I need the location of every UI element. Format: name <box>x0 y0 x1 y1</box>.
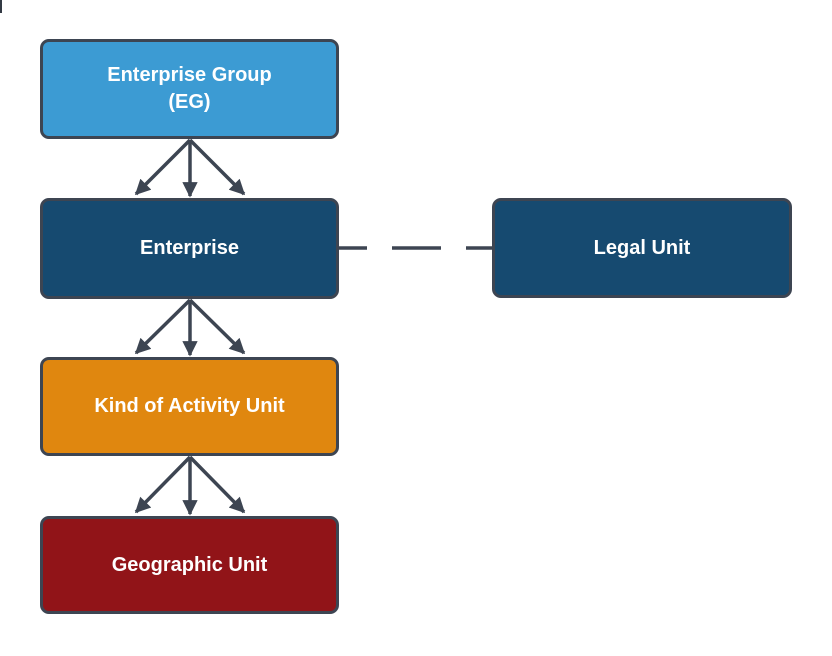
node-legal-unit: Legal Unit <box>492 198 792 298</box>
edge-eg-to-enterprise <box>134 138 246 198</box>
node-geographic-unit-label: Geographic Unit <box>111 553 268 576</box>
edge-enterprise-to-kau <box>134 298 246 357</box>
edge-kau-to-geo <box>134 455 246 516</box>
node-enterprise-group-label: Enterprise Group (EG) <box>107 64 272 113</box>
node-enterprise-label: Enterprise <box>140 237 239 259</box>
node-enterprise: Enterprise <box>40 198 339 299</box>
node-legal-unit-label: Legal Unit <box>593 236 691 259</box>
screen-edge-artifact <box>0 0 2 13</box>
node-enterprise-group: Enterprise Group (EG) <box>40 39 339 139</box>
node-kind-of-activity-unit-label: Kind of Activity Unit <box>94 395 285 417</box>
node-geographic-unit: Geographic Unit <box>40 516 339 614</box>
node-kind-of-activity-unit: Kind of Activity Unit <box>40 357 339 456</box>
